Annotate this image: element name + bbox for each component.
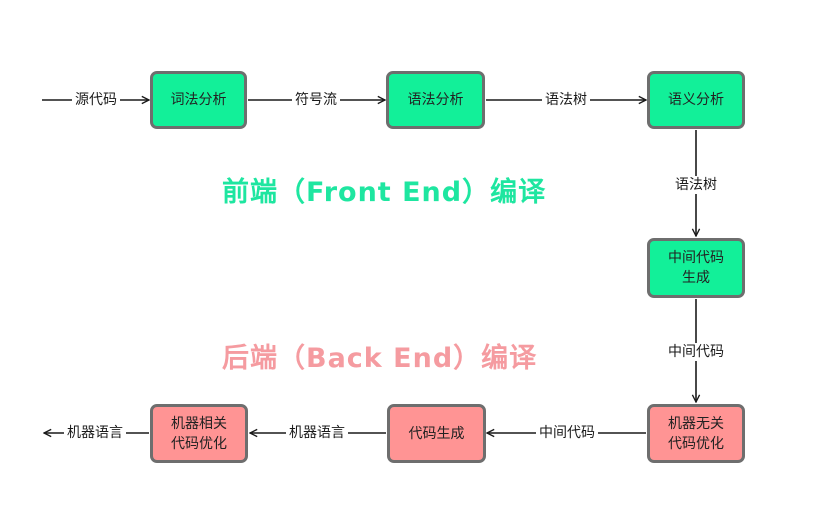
node-machine-independent-optimization: 机器无关 代码优化 <box>647 404 745 463</box>
node-ir-generation: 中间代码 生成 <box>647 238 745 298</box>
node-lexical-analysis: 词法分析 <box>150 71 247 129</box>
edge-label-token-stream: 符号流 <box>292 91 340 109</box>
node-machine-indep-opt-label: 机器无关 代码优化 <box>668 415 724 452</box>
edge-label-ir-2: 中间代码 <box>536 424 598 442</box>
node-semantic-analysis: 语义分析 <box>647 71 745 129</box>
edge-label-syntax-tree-2: 语法树 <box>672 176 720 194</box>
node-lexical-label: 词法分析 <box>170 92 227 108</box>
node-machine-dep-opt-label: 机器相关 代码优化 <box>171 415 227 452</box>
edge-label-source-code: 源代码 <box>72 91 120 109</box>
edge-label-ir-1: 中间代码 <box>665 343 727 361</box>
edge-label-machine-lang-2: 机器语言 <box>64 424 126 442</box>
edge-label-syntax-tree-1: 语法树 <box>542 91 590 109</box>
back-end-title: 后端（Back End）编译 <box>222 343 538 374</box>
node-syntax-label: 语法分析 <box>407 92 464 108</box>
node-machine-dependent-optimization: 机器相关 代码优化 <box>150 404 248 463</box>
node-semantic-label: 语义分析 <box>668 92 724 108</box>
edge-label-machine-lang-1: 机器语言 <box>286 424 348 442</box>
front-end-title: 前端（Front End）编译 <box>222 177 547 208</box>
node-syntax-analysis: 语法分析 <box>386 71 485 129</box>
node-code-generation: 代码生成 <box>387 404 486 463</box>
node-codegen-label: 代码生成 <box>408 425 465 442</box>
node-ir-generation-label: 中间代码 生成 <box>668 250 724 286</box>
